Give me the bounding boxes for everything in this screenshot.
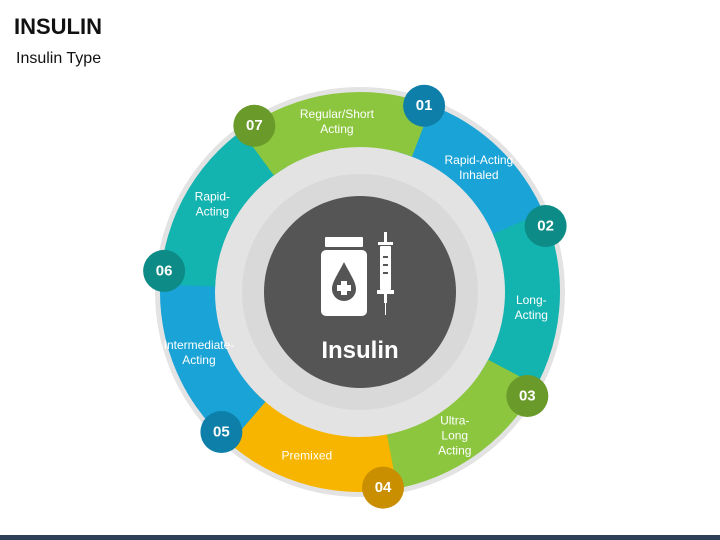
page-title: INSULIN	[14, 14, 102, 39]
step-badge-02	[524, 205, 567, 248]
step-badge-06	[143, 249, 186, 292]
step-number-05: 05	[213, 423, 230, 440]
segment-06	[160, 119, 287, 287]
medicine-bottle-icon	[321, 237, 367, 316]
segment-label-06: Rapid-Acting	[195, 189, 230, 218]
step-number-06: 06	[156, 262, 173, 279]
step-badge-03	[506, 374, 549, 417]
segment-label-05: Intermediate-Acting	[164, 338, 235, 367]
step-number-07: 07	[246, 117, 263, 134]
step-number-01: 01	[416, 97, 433, 114]
center-label: Insulin	[321, 337, 398, 364]
segment-04	[214, 391, 398, 492]
step-badge-05	[200, 410, 243, 453]
segment-07	[241, 92, 432, 176]
step-badge-07	[233, 104, 276, 147]
page-subtitle: Insulin Type	[16, 50, 102, 67]
segment-label-02: Long-Acting	[515, 293, 548, 322]
segment-02	[480, 212, 560, 404]
step-number-02: 02	[537, 218, 554, 235]
segment-01	[397, 98, 551, 249]
step-badge-01	[403, 84, 446, 127]
bottom-bar	[0, 535, 720, 540]
segment-05	[160, 263, 266, 444]
step-number-03: 03	[519, 387, 536, 404]
step-number-04: 04	[375, 479, 392, 496]
segment-label-04: Premixed	[282, 449, 333, 463]
segment-03	[371, 359, 537, 492]
step-badge-04	[362, 466, 405, 509]
syringe-icon	[377, 232, 394, 315]
